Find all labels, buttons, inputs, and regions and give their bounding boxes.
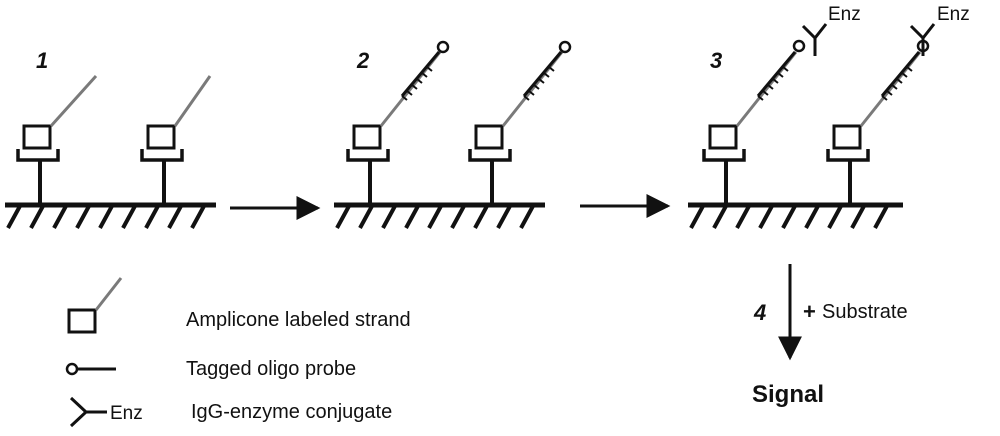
step-4: 4 + Substrate Signal [752, 264, 908, 408]
legend-label-amplicone: Amplicone labeled strand [186, 309, 411, 331]
enzyme-label: Enz [828, 4, 861, 25]
legend-label-probe: Tagged oligo probe [186, 358, 356, 380]
legend-item-amplicone: Amplicone labeled strand [67, 277, 411, 334]
legend-item-probe: Tagged oligo probe [65, 358, 356, 380]
legend-item-conjugate: Enz IgG-enzyme conjugate [69, 396, 392, 428]
igg-enzyme-conjugate [909, 23, 936, 56]
capture-unit: Enz [826, 4, 970, 203]
panel-3: Enz Enz [688, 4, 970, 229]
capture-unit [16, 74, 98, 203]
step-number-4: 4 [753, 300, 766, 325]
hybridized-probe [400, 40, 450, 101]
hybridized-probe [522, 40, 572, 101]
solid-support-3 [688, 202, 903, 229]
amplicone-strand-symbol [67, 308, 97, 334]
panel-1 [5, 74, 216, 229]
enzyme-label: Enz [937, 4, 970, 25]
panel-2 [334, 40, 572, 229]
plus-sign: + [803, 299, 816, 324]
legend: Amplicone labeled strand Tagged oligo pr… [65, 277, 411, 428]
solid-support-1 [5, 202, 216, 229]
igg-enzyme-conjugate [801, 23, 828, 56]
capture-unit [346, 40, 450, 203]
solid-support-2 [334, 202, 545, 229]
substrate-label: Substrate [822, 301, 908, 323]
signal-label: Signal [752, 381, 824, 408]
hybridized-probe [756, 39, 806, 101]
capture-unit [140, 75, 212, 203]
legend-conjugate-enz: Enz [110, 403, 143, 424]
capture-unit [468, 40, 572, 203]
step-number-2: 2 [356, 48, 370, 73]
igg-conjugate-symbol [69, 396, 107, 428]
legend-label-conjugate: IgG-enzyme conjugate [191, 401, 392, 423]
capture-unit: Enz [702, 4, 861, 203]
step-number-3: 3 [710, 48, 722, 73]
step-number-1: 1 [36, 48, 48, 73]
tagged-probe-symbol [65, 362, 79, 376]
